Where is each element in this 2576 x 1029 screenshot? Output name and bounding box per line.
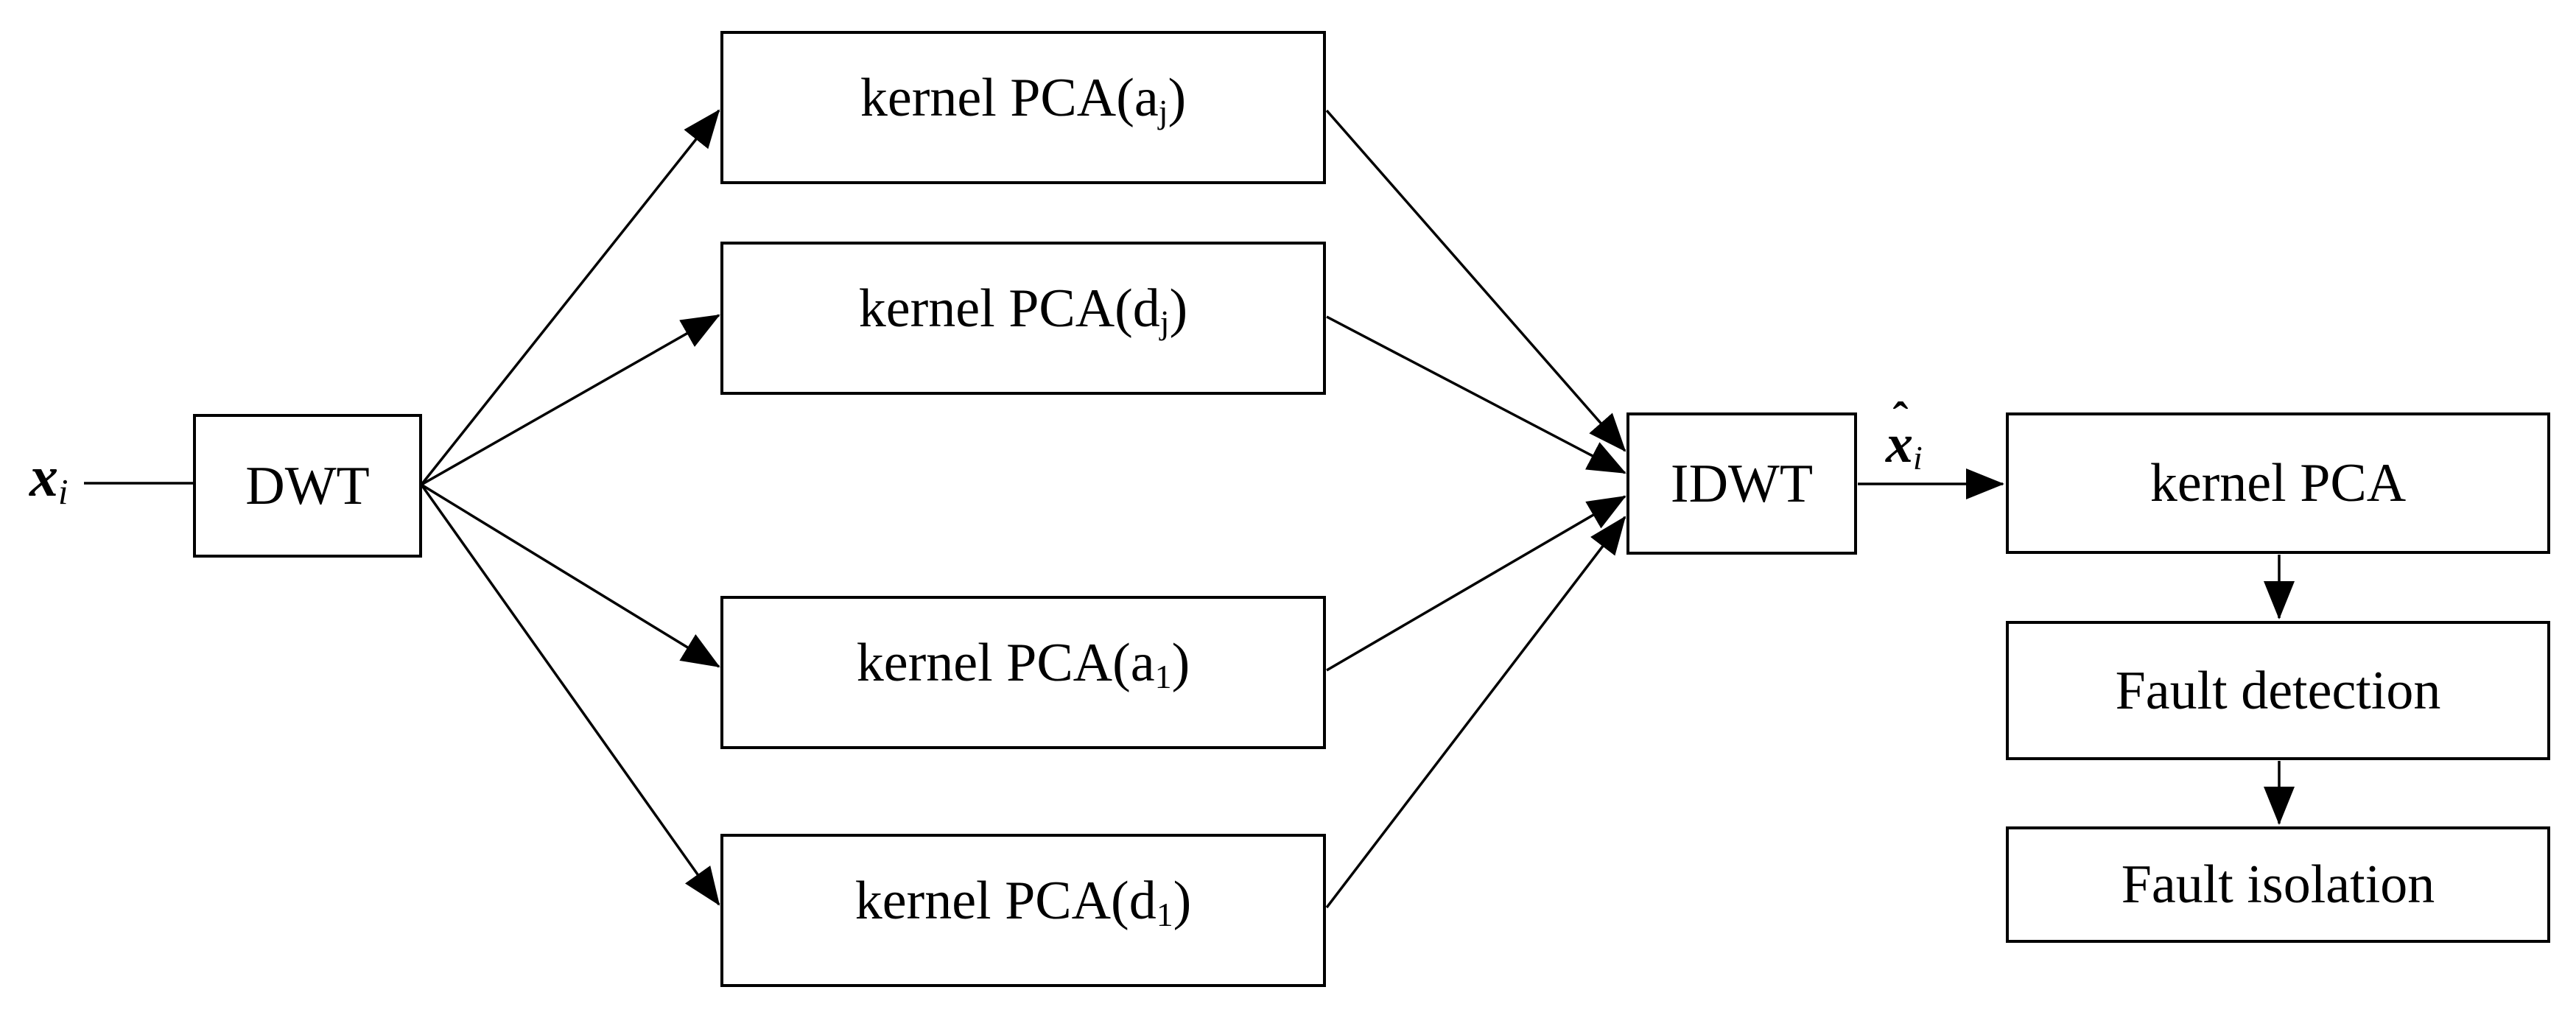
node-fault-isolation: Fault isolation	[2006, 826, 2550, 943]
input-signal-label: xi	[29, 444, 68, 510]
input-variable: x	[29, 444, 58, 508]
hat-accent: ˆ	[1892, 393, 1909, 445]
node-kernel-pca-d1-label: kernel PCA(d1)	[854, 871, 1192, 934]
node-kernel-pca-label: kernel PCA	[2149, 453, 2407, 513]
node-kernel-pca-a1-label: kernel PCA(a1)	[856, 633, 1190, 696]
node-dwt-label: DWT	[245, 455, 370, 516]
node-kernel-pca-aj: kernel PCA(aj)	[720, 31, 1326, 184]
reconstructed-subscript: i	[1913, 439, 1923, 477]
input-subscript: i	[58, 472, 69, 512]
node-kernel-pca-aj-label: kernel PCA(aj)	[860, 68, 1187, 131]
node-fault-detection: Fault detection	[2006, 621, 2550, 760]
arrow-dwt-to-kpca-d1-upper	[421, 483, 720, 668]
node-idwt: IDWT	[1626, 412, 1857, 555]
arrow-kpca-d1-to-idwt	[1325, 516, 1626, 909]
node-kernel-pca-dj: kernel PCA(dj)	[720, 242, 1326, 395]
arrow-dwt-to-kpca-dj	[421, 314, 720, 486]
node-fault-isolation-label: Fault isolation	[2121, 854, 2435, 915]
arrow-kpca-aj-to-idwt	[1325, 109, 1626, 452]
node-kernel-pca-dj-label: kernel PCA(dj)	[858, 278, 1188, 342]
node-dwt: DWT	[193, 414, 422, 558]
node-idwt-label: IDWT	[1670, 453, 1814, 514]
arrow-dwt-to-kpca-d1-lower	[420, 483, 720, 906]
node-kernel-pca-a1: kernel PCA(a1)	[720, 596, 1326, 749]
node-kernel-pca: kernel PCA	[2006, 412, 2550, 554]
node-kernel-pca-d1: kernel PCA(d1)	[720, 834, 1326, 987]
arrow-kpca-dj-to-idwt	[1326, 315, 1626, 474]
arrow-kpca-a1-to-idwt	[1326, 495, 1626, 672]
node-fault-detection-label: Fault detection	[2115, 660, 2441, 721]
arrow-dwt-to-kpca-aj	[420, 109, 720, 486]
